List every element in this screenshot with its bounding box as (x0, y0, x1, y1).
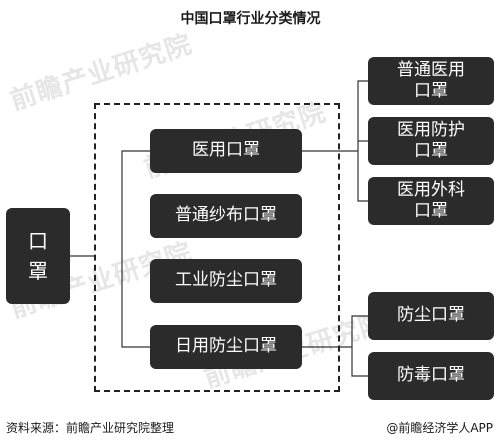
child-label-line1: 医用防护 (397, 119, 465, 140)
child-label-line2: 口罩 (414, 141, 448, 161)
medical-child-node: 普通医用 口罩 (368, 57, 494, 105)
child-label: 防毒口罩 (397, 365, 465, 386)
child-label-line2: 口罩 (414, 201, 448, 221)
child-label-line1: 医用外科 (397, 179, 465, 200)
category-node-gauze: 普通纱布口罩 (150, 194, 302, 238)
root-node: 口 罩 (6, 208, 70, 304)
daily-child-node: 防尘口罩 (368, 292, 494, 340)
root-label-line1: 口 (28, 229, 48, 253)
medical-child-node: 医用外科 口罩 (368, 177, 494, 225)
child-label-line2: 口罩 (414, 81, 448, 101)
category-label: 普通纱布口罩 (175, 205, 277, 226)
chart-title: 中国口罩行业分类情况 (180, 11, 321, 27)
connector-categories (121, 150, 150, 348)
category-node-industrial: 工业防尘口罩 (150, 259, 302, 303)
category-node-daily: 日用防尘口罩 (150, 325, 302, 369)
category-label: 日用防尘口罩 (175, 336, 277, 357)
child-label: 防尘口罩 (397, 305, 465, 326)
category-group-frame (94, 103, 340, 392)
category-label: 医用口罩 (192, 140, 260, 161)
category-label: 工业防尘口罩 (175, 270, 277, 291)
child-label-line1: 普通医用 (397, 59, 465, 80)
source-note: 资料来源：前瞻产业研究院整理 (6, 421, 175, 435)
root-label-line2: 罩 (28, 259, 48, 283)
connector-daily-children (351, 315, 368, 377)
category-node-medical: 医用口罩 (150, 129, 302, 173)
medical-child-node: 医用防护 口罩 (368, 117, 494, 165)
daily-child-node: 防毒口罩 (368, 352, 494, 400)
brand-credit: @前瞻经济学人APP (386, 421, 493, 435)
